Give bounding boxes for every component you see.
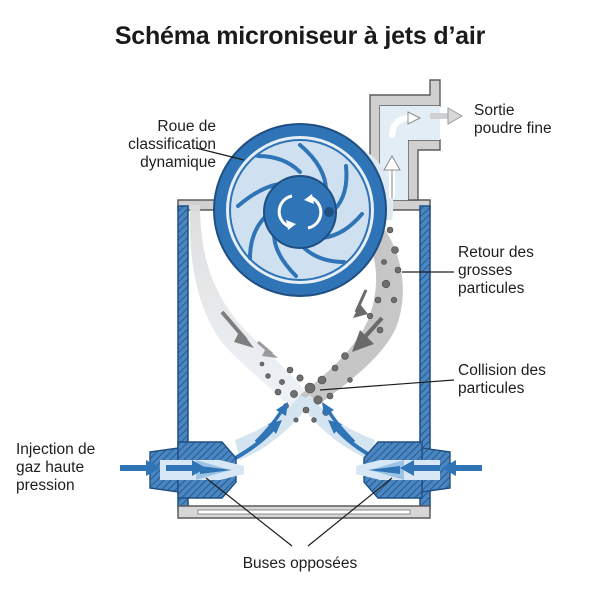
label-particle-collision: Collision des particules	[458, 362, 546, 398]
label-collision-line1: Collision des	[458, 362, 546, 379]
classifier-wheel	[213, 123, 394, 297]
label-collision-line2: particules	[458, 380, 525, 397]
label-injection-line1: Injection de	[16, 441, 96, 458]
leader-lines	[195, 147, 455, 547]
label-opposed-nozzles: Buses opposées	[242, 555, 358, 572]
label-outlet-line2: poudre fine	[474, 120, 552, 137]
flow-arrows	[220, 107, 464, 358]
label-fine-powder-outlet: Sortie poudre fine	[474, 102, 552, 138]
label-return-line3: particules	[458, 280, 525, 297]
label-classifier-wheel-line1: Roue de	[157, 118, 216, 135]
inlet-arrows	[120, 460, 482, 476]
right-nozzle	[356, 441, 451, 499]
label-injection-line2: gaz haute	[16, 459, 85, 476]
label-outlet-line1: Sortie	[474, 102, 515, 119]
label-return-line1: Retour des	[458, 244, 534, 261]
diagram-title: Schéma microniseur à jets d’air	[114, 22, 486, 50]
label-return-line2: grosses	[458, 262, 513, 279]
label-coarse-return: Retour des grosses particules	[458, 244, 534, 298]
label-classifier-wheel: Roue de classification dynamique	[86, 118, 216, 172]
label-injection-line3: pression	[16, 477, 75, 494]
label-classifier-wheel-line2: classification	[128, 136, 216, 153]
label-gas-injection: Injection de gaz haute pression	[16, 441, 95, 495]
label-classifier-wheel-line3: dynamique	[140, 154, 216, 171]
